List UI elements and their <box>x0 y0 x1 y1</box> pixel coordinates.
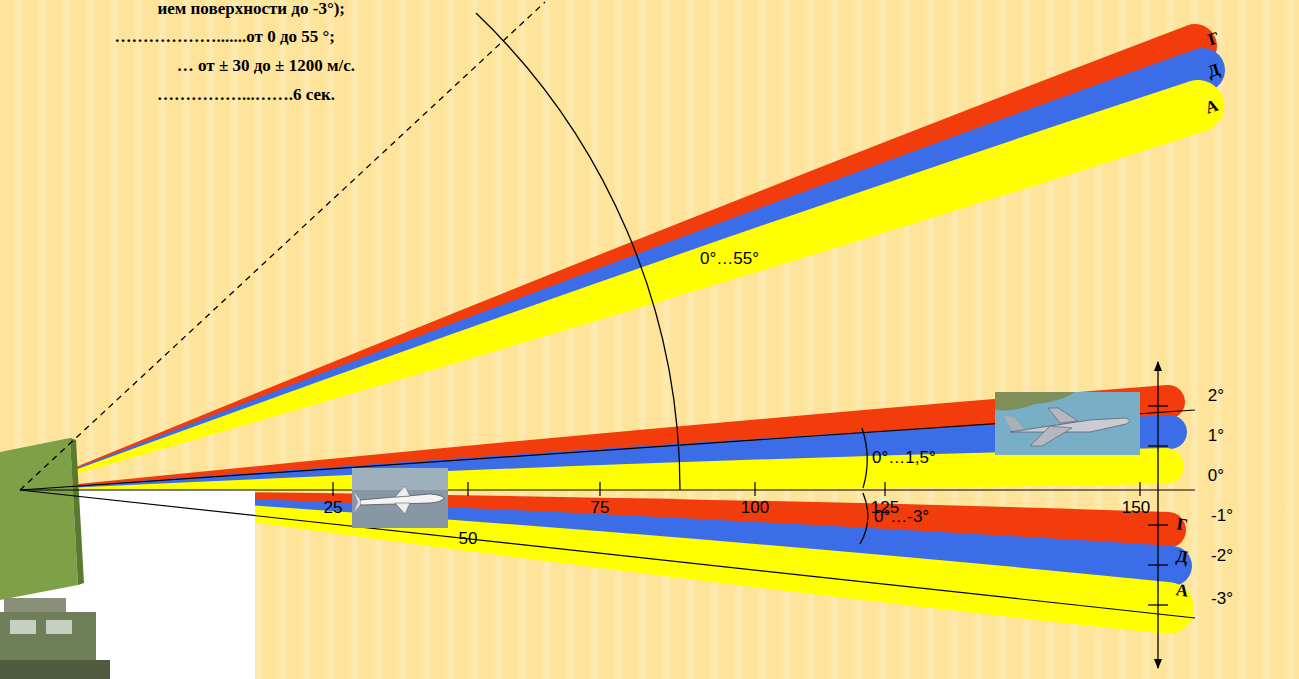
beam-letter: Д <box>1175 547 1189 567</box>
range-value: 125 <box>871 499 899 518</box>
angle-arc <box>860 493 868 544</box>
elevation-ticks <box>1148 406 1168 605</box>
degree-label: -1° <box>1211 507 1233 526</box>
range-value: 25 <box>324 499 343 518</box>
beam-lobe <box>20 24 1217 490</box>
beam-letter: Г <box>1175 515 1188 535</box>
beam-lobe <box>20 80 1224 490</box>
beam-letter: А <box>1175 581 1190 601</box>
missile-picture <box>352 468 448 528</box>
angle-label: 0°…55° <box>700 250 759 269</box>
degree-label: 2° <box>1208 387 1224 406</box>
degree-label: 0° <box>1208 467 1224 486</box>
range-value: 100 <box>741 499 769 518</box>
range-axis <box>20 489 1195 490</box>
beam-lobe <box>20 48 1225 490</box>
range-value: 75 <box>591 499 610 518</box>
range-ticks <box>333 482 1140 496</box>
spec-line: ……………...…….6 сек. <box>157 86 335 105</box>
spec-line: ……………….......от 0 до 55 °; <box>115 28 335 47</box>
degree-label: -3° <box>1211 590 1233 609</box>
elevation-axis <box>1157 362 1158 668</box>
sector-line <box>20 490 1195 618</box>
radar-station <box>0 438 255 679</box>
aircraft-picture <box>995 392 1140 455</box>
range-value: 50 <box>459 530 478 549</box>
spec-line: … от ± 30 до ± 1200 м/с. <box>177 57 355 76</box>
elevation-limit-line <box>20 2 545 490</box>
spec-line: ием поверхности до -3°); <box>157 0 345 19</box>
degree-label: -2° <box>1211 547 1233 566</box>
angle-arc <box>476 13 680 490</box>
degree-label: 1° <box>1208 427 1224 446</box>
angle-arc <box>862 428 867 488</box>
range-value: 150 <box>1122 499 1150 518</box>
angle-label: 0°…1,5° <box>872 449 936 468</box>
